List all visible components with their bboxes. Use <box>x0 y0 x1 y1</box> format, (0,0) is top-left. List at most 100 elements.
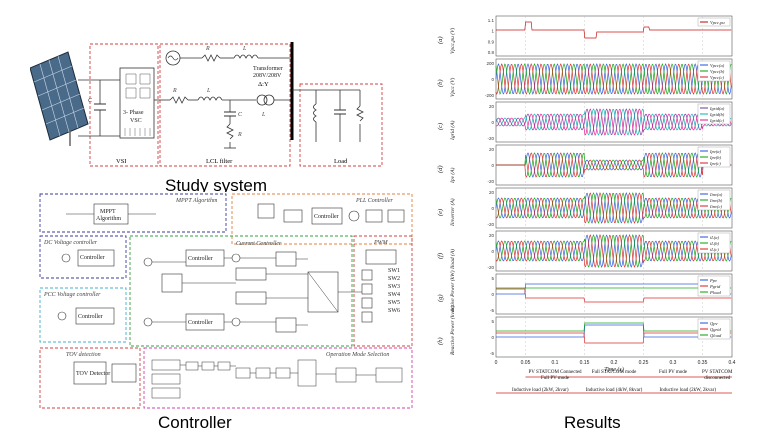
panel-4-legend-label-0: Iinv(a) <box>709 192 723 197</box>
load-label-0: Inductive load (2kW, 2kvar) <box>512 388 569 393</box>
mppt-algorithm-box <box>39 193 227 233</box>
panel-1-legend-label-2: Vpcc(c) <box>710 75 724 80</box>
panel-3-legend-label-0: Ipv(a) <box>709 149 721 154</box>
transformer-label-1: Transformer <box>253 65 283 72</box>
dc-voltage-title: DC Voltage controller <box>43 240 98 246</box>
lcl-filter-box <box>159 43 291 167</box>
lt-label: L <box>261 112 266 118</box>
panel-4-tick-2: -20 <box>487 222 494 227</box>
time-tick-4: 0.2 <box>611 360 618 366</box>
panel-3-ylabel: Ipv (A) <box>449 167 456 184</box>
vsi-label: VSI <box>116 158 126 165</box>
mode-label-2-0: Full PV mode <box>659 370 688 375</box>
current-controller-title: Current Controller <box>236 241 282 247</box>
panel-6-frame <box>495 273 733 315</box>
sw3-label: SW3 <box>388 284 400 290</box>
panel-0-tag: (a) <box>437 36 444 44</box>
panel-5-legend-label-1: iL(b) <box>710 241 720 246</box>
panel-3-legend-label-2: Ipv(c) <box>709 161 721 166</box>
panel-0-ylabel: Vpcc,pu (V) <box>449 28 456 54</box>
current-controller-box <box>129 235 353 347</box>
panel-3-tick-2: -20 <box>487 179 494 184</box>
results-caption: Results <box>564 413 621 432</box>
panel-1-legend <box>697 60 731 82</box>
panel-2-tick-1: 0 <box>491 120 494 125</box>
pll-title: PLL Controller <box>355 198 394 204</box>
controller-diagram: MPPT Algorithm MPPT Algorithm PLL Contro… <box>36 192 416 410</box>
panel-5-tick-0: 20 <box>489 233 495 238</box>
panel-2-ylabel: Igrid (A) <box>449 120 456 141</box>
vsc-block <box>119 67 155 139</box>
panel-1-legend-label-0: Vpcc(a) <box>710 63 725 68</box>
sw1-label: SW1 <box>388 268 400 274</box>
panel-3-tag: (d) <box>437 165 444 173</box>
panel-1-series-2 <box>495 63 732 95</box>
mppt-block-label: MPPT <box>100 209 116 215</box>
sw5-label: SW5 <box>388 300 400 306</box>
time-tick-3: 0.15 <box>580 360 590 366</box>
time-tick-2: 0.1 <box>552 360 559 366</box>
operation-mode-title: Operation Mode Selection <box>326 352 389 358</box>
panel-5-legend <box>697 232 731 254</box>
panel-7-series-2 <box>496 322 732 332</box>
panel-7-legend-label-0: Qpv <box>710 321 718 326</box>
time-tick-8: 0.4 <box>729 360 736 366</box>
panel-3-series-2 <box>496 152 732 178</box>
pcc-controller-label: Controller <box>78 314 103 320</box>
mode-label-3-0: PV STATCOM <box>702 370 733 375</box>
time-tick-5: 0.25 <box>639 360 649 366</box>
panel-4-tag: (e) <box>437 209 444 216</box>
panel-5-series-2 <box>495 234 732 268</box>
panel-7-tag: (h) <box>437 337 444 345</box>
panel-4-tick-1: 0 <box>491 206 494 211</box>
sw4-label: SW4 <box>388 292 400 298</box>
panel-4-legend <box>697 189 731 211</box>
panel-7-legend <box>697 318 731 340</box>
panel-4-ylabel: Iinverter (A) <box>449 198 456 227</box>
rd-label: R <box>237 132 242 138</box>
panel-3-tick-0: 20 <box>489 147 495 152</box>
time-tick-7: 0.35 <box>698 360 708 366</box>
controller-caption: Controller <box>158 413 232 432</box>
time-axis-label: Time (s) <box>604 366 624 373</box>
panel-3-legend-label-1: Ipv(b) <box>709 155 721 160</box>
transformer-label-2: 208V/208V <box>253 73 282 79</box>
tov-detection-box <box>39 347 141 409</box>
mppt-block-algorithm: Algorithm <box>96 216 121 222</box>
panel-6-legend-label-1: Pgrid <box>709 284 721 289</box>
panel-4-legend-label-2: Iinv(c) <box>709 204 722 209</box>
panel-6-tick-0: 5 <box>491 276 494 281</box>
tov-title: TOV detection <box>66 352 101 358</box>
pv-panel-icon <box>30 51 89 146</box>
mode-label-0-1: Full PV mode <box>541 376 570 381</box>
lcl-filter-label: LCL filter <box>206 158 233 165</box>
panel-6-legend-label-2: Pload <box>709 290 721 295</box>
panel-2-tick-2: -20 <box>487 136 494 141</box>
panel-7-tick-2: -5 <box>490 351 494 356</box>
panel-4-series-1 <box>495 192 732 224</box>
panel-3-legend <box>697 146 731 168</box>
panel-7-ylabel: Reactive Power (kvar) <box>449 305 456 356</box>
dc-voltage-controller-box <box>39 235 127 279</box>
load-label-1: Inductive load (4kW, 8kvar) <box>586 388 643 393</box>
panel-1-ylabel: Vpcc (V) <box>449 77 456 97</box>
panel-3-tick-1: 0 <box>491 163 494 168</box>
pcc-voltage-controller-box <box>39 287 127 343</box>
operation-mode-box <box>143 347 413 409</box>
sw2-label: SW2 <box>388 276 400 282</box>
panel-5-series-1 <box>495 234 732 268</box>
panel-2-legend-label-0: Igrid(a) <box>709 106 725 111</box>
lf-label: L <box>206 88 211 94</box>
study-system-caption: Study system <box>165 176 268 195</box>
panel-7-legend-label-2: Qload <box>710 333 722 338</box>
panel-1-tick-1: 0 <box>491 77 494 82</box>
pwm-box <box>353 235 413 347</box>
panel-2-tag: (c) <box>437 123 444 130</box>
panel-6-tag: (g) <box>437 294 444 302</box>
panel-4-legend-label-1: Iinv(b) <box>709 198 723 203</box>
panel-7-series-0 <box>496 324 732 338</box>
rg-label: R <box>205 46 210 52</box>
mppt-title: MPPT Algorithm <box>175 198 218 204</box>
panel-6-tick-1: 0 <box>491 292 494 297</box>
